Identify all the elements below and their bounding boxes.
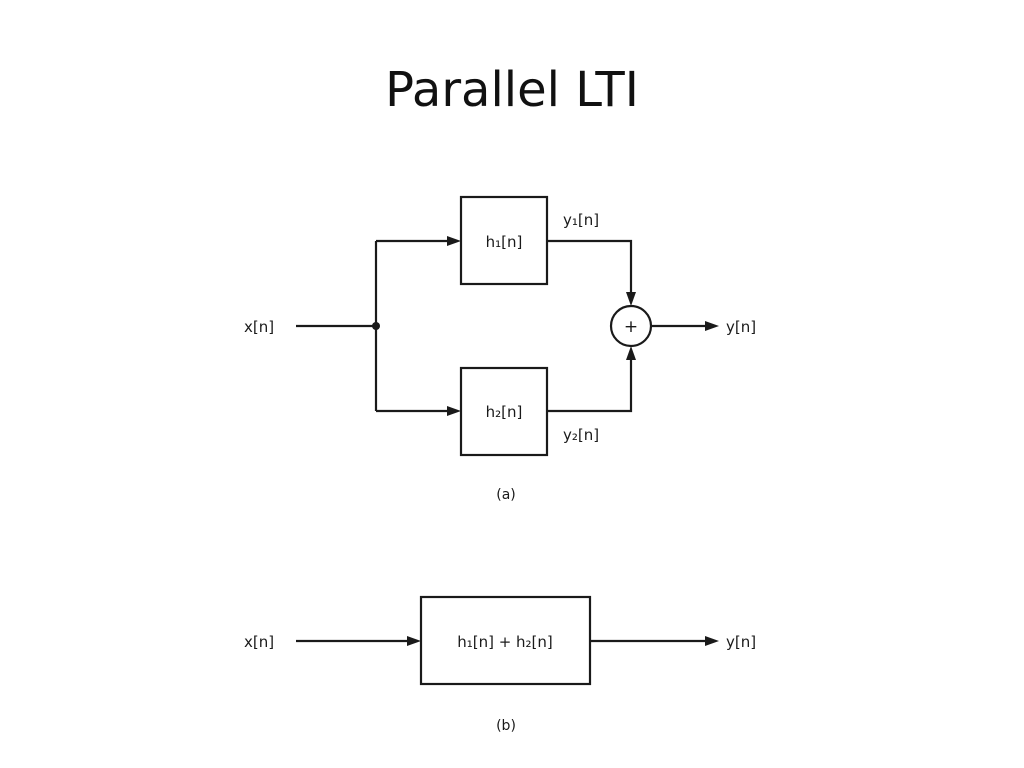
- block-sum-label: h₁[n] + h₂[n]: [457, 633, 553, 651]
- block-sum: [419, 595, 592, 686]
- block-h1: [459, 195, 549, 286]
- adder-plus-symbol: +: [624, 317, 638, 337]
- wire-h1-to-adder: [547, 239, 633, 296]
- arrow-into-adder-top: [626, 292, 636, 306]
- wire-h2-to-adder: [547, 356, 633, 413]
- branch-bottom-output-label: y₂[n]: [563, 426, 599, 444]
- arrow-into-adder-bottom: [626, 346, 636, 360]
- diagram-a: + x[n] h₁[n] h₂[n] y₁[n] y₂[n] y[n] (a): [244, 195, 756, 503]
- caption-b: (b): [496, 718, 516, 734]
- branch-top-output-label: y₁[n]: [563, 211, 599, 229]
- block-h1-label: h₁[n]: [486, 233, 523, 251]
- slide-title: Parallel LTI: [385, 62, 639, 118]
- output-label-a: y[n]: [726, 318, 756, 336]
- output-label-b: y[n]: [726, 633, 756, 651]
- block-h2-label: h₂[n]: [486, 403, 523, 421]
- input-label-b: x[n]: [244, 633, 274, 651]
- arrow-into-block-h2: [447, 406, 461, 416]
- arrow-into-block-h1: [447, 236, 461, 246]
- arrow-into-block-sum: [407, 636, 421, 646]
- arrow-output-b: [705, 636, 719, 646]
- caption-a: (a): [496, 487, 516, 503]
- diagram-b: x[n] h₁[n] + h₂[n] y[n] (b): [244, 595, 756, 734]
- input-label-a: x[n]: [244, 318, 274, 336]
- arrow-output-a: [705, 321, 719, 331]
